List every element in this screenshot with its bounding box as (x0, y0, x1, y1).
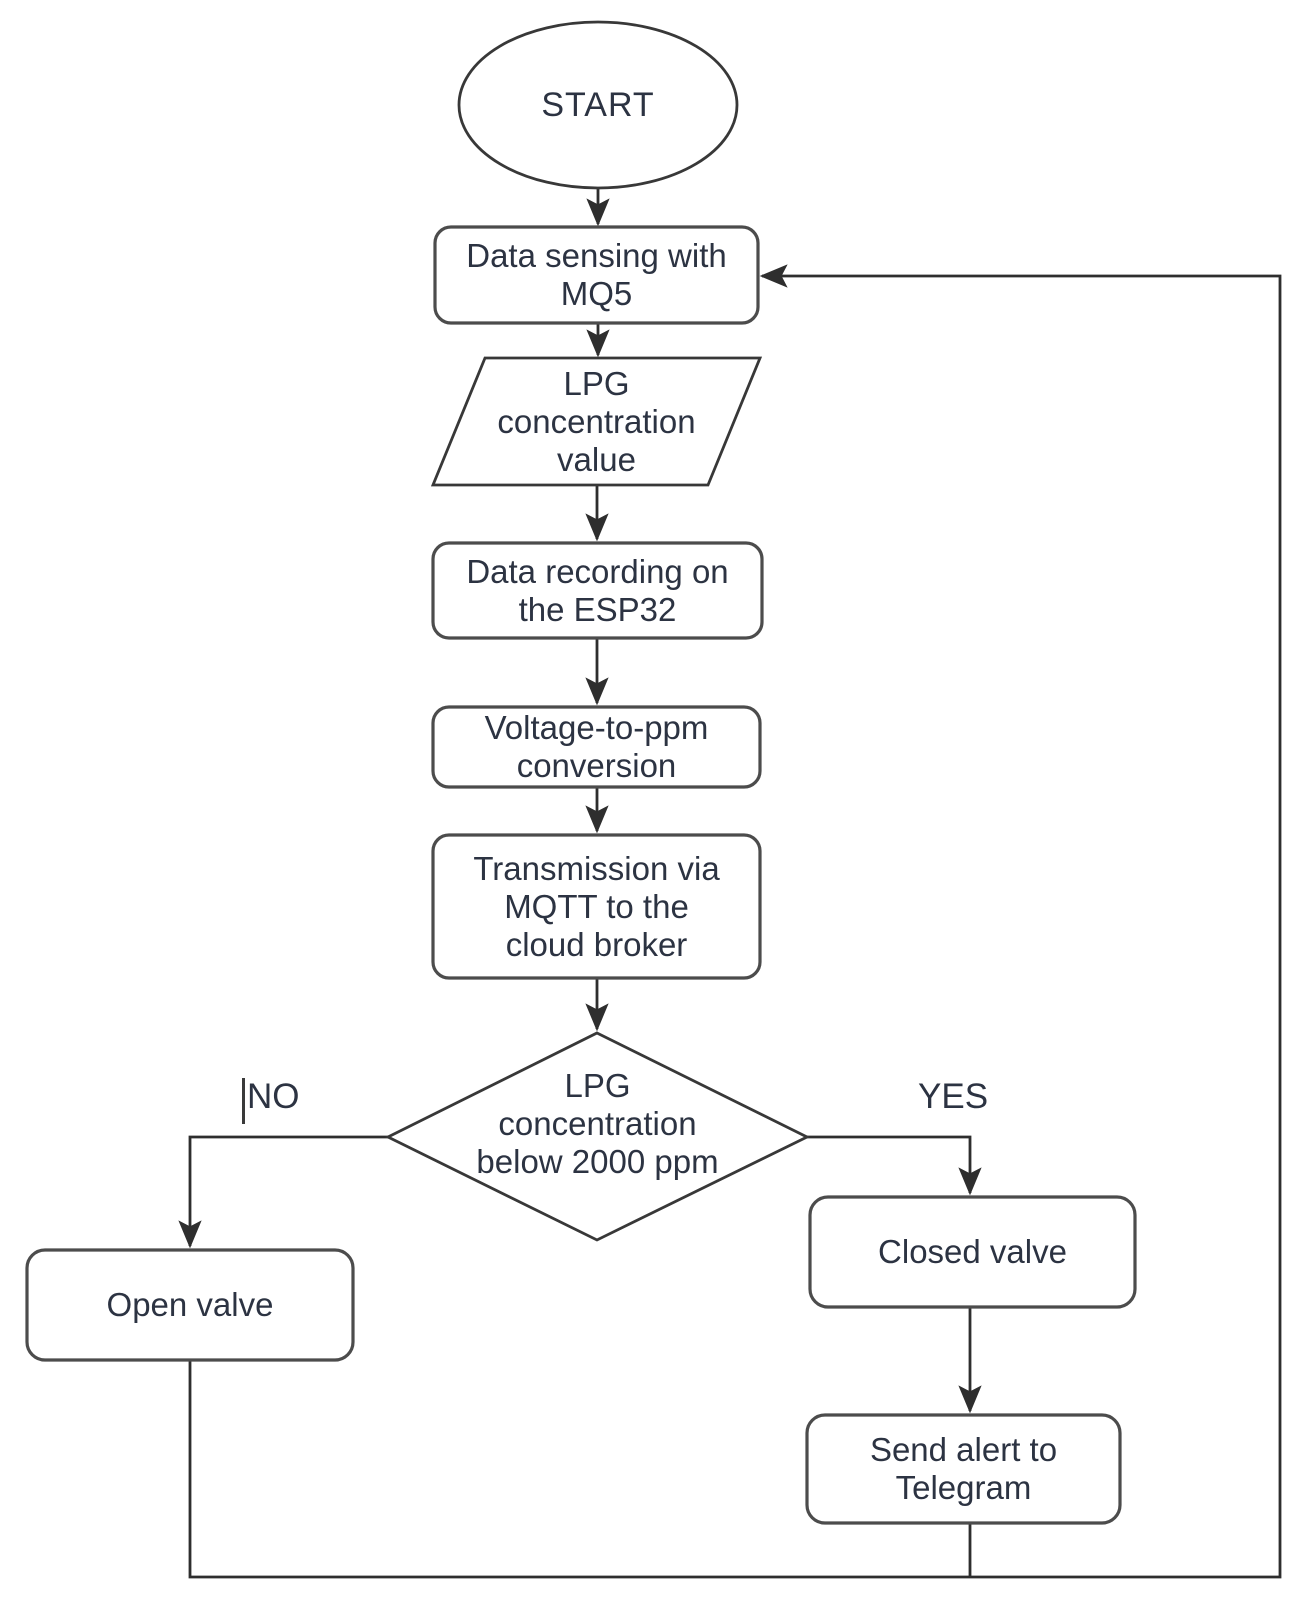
edge-label-yes: YES (918, 1077, 989, 1116)
process-closed-valve-shape (808, 1195, 1137, 1309)
start-terminator-shape (457, 20, 739, 190)
process-send-alert-shape (805, 1413, 1122, 1525)
text-cursor (242, 1078, 245, 1124)
decision-lpg-threshold-shape (384, 1031, 811, 1242)
process-open-valve-shape (25, 1248, 355, 1362)
connector-decision-no-to-open-valve (178, 1135, 388, 1249)
process-transmission-shape (431, 833, 762, 980)
connector-loop-to-sensing (188, 264, 1282, 1579)
io-lpg-value-shape (430, 356, 763, 487)
process-data-sensing-shape (433, 225, 760, 325)
edge-label-no: NO (247, 1077, 300, 1116)
process-data-recording-shape (431, 541, 764, 640)
process-voltage-conversion-shape (431, 705, 762, 789)
connector-decision-yes-to-closed-valve (807, 1135, 982, 1196)
